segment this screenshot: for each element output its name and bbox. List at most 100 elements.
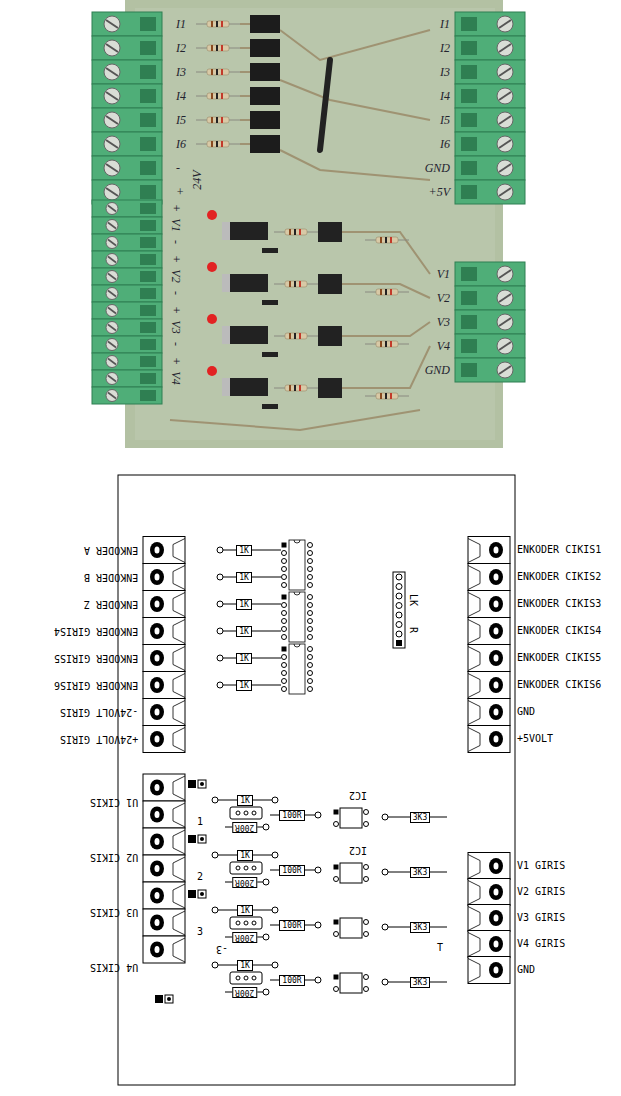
terminal-label: V3	[437, 316, 450, 328]
resistor-value: 3K3	[413, 923, 427, 932]
resistor-body: 1K	[236, 626, 252, 637]
resistor-body: 1K	[236, 653, 252, 664]
resistor-body: 1K	[236, 680, 252, 691]
resistor-value: 1K	[240, 851, 250, 860]
terminal-label: GND	[425, 162, 450, 174]
resistor-body: 100R	[279, 920, 304, 931]
terminal-label: I6	[440, 138, 450, 150]
terminal-label: I6	[176, 138, 186, 150]
resistor-body: 3K3	[410, 922, 430, 933]
resistor-value: 1K	[239, 681, 249, 690]
resistor-value: 200R	[235, 933, 254, 942]
resistor-value: 200R	[235, 823, 254, 832]
terminal-label: +	[170, 357, 182, 365]
terminal-label: +	[170, 306, 182, 314]
terminal-label: V4	[170, 371, 182, 384]
signal-name: ENKODER GIRIS5	[54, 653, 138, 663]
terminal-label: -	[170, 342, 182, 346]
signal-name: ENKODER CIKIS5	[517, 653, 601, 663]
resistor-value: 3K3	[413, 868, 427, 877]
signal-name: U2 CIKIS	[90, 852, 138, 862]
header-label: LK	[408, 594, 418, 606]
signal-name: ENKODER A	[84, 545, 138, 555]
terminal-label: +	[176, 186, 184, 198]
resistor-body: 1K	[236, 572, 252, 583]
terminal-label: V4	[437, 340, 450, 352]
resistor-body: 100R	[279, 810, 304, 821]
jumper-number: -3	[216, 944, 228, 954]
signal-name: V3 GIRIS	[517, 913, 565, 923]
resistor-value: 3K3	[413, 813, 427, 822]
resistor-body: 3K3	[410, 977, 430, 988]
resistor-value: 100R	[282, 921, 301, 930]
resistor-body: 1K	[237, 850, 253, 861]
signal-name: ENKODER GIRIS6	[54, 680, 138, 690]
header-label: R	[408, 627, 418, 633]
terminal-label: I3	[176, 66, 186, 78]
terminal-label: GND	[425, 364, 450, 376]
resistor-body: 200R	[232, 877, 257, 888]
resistor-body: 100R	[279, 865, 304, 876]
ic-label: IC2	[349, 790, 367, 800]
terminal-label: V1	[437, 268, 450, 280]
terminal-label: V1	[170, 218, 182, 231]
jumper-number: 2	[197, 872, 203, 882]
signal-name: V2 GIRIS	[517, 887, 565, 897]
terminal-label: -	[176, 162, 180, 174]
terminal-label: I4	[176, 90, 186, 102]
resistor-value: 3K3	[413, 978, 427, 987]
signal-name: U1 CIKIS	[90, 797, 138, 807]
signal-name: +5VOLT	[517, 734, 553, 744]
signal-name: ENKODER B	[84, 572, 138, 582]
signal-name: ENKODER CIKIS2	[517, 572, 601, 582]
terminal-label: I1	[176, 18, 186, 30]
signal-name: U3 CIKIS	[90, 907, 138, 917]
terminal-label: I3	[440, 66, 450, 78]
jumper-number: 3	[197, 927, 203, 937]
signal-name: V1 GIRIS	[517, 861, 565, 871]
terminal-label: I1	[440, 18, 450, 30]
jumper-number: T	[437, 943, 443, 953]
resistor-body: 3K3	[410, 867, 430, 878]
resistor-body: 1K	[237, 905, 253, 916]
resistor-value: 1K	[240, 796, 250, 805]
resistor-body: 1K	[237, 795, 253, 806]
terminal-label: -	[170, 291, 182, 295]
terminal-label: V2	[170, 269, 182, 282]
resistor-body: 1K	[236, 599, 252, 610]
ic-label: IC2	[349, 845, 367, 855]
resistor-body: 100R	[279, 975, 304, 986]
resistor-value: 200R	[235, 878, 254, 887]
resistor-value: 1K	[239, 654, 249, 663]
resistor-value: 100R	[282, 976, 301, 985]
resistor-body: 200R	[232, 822, 257, 833]
jumper-number: 1	[197, 817, 203, 827]
signal-name: ENKODER CIKIS3	[517, 599, 601, 609]
signal-name: ENKODER GIRIS4	[54, 626, 138, 636]
signal-name: V4 GIRIS	[517, 939, 565, 949]
terminal-label: I2	[440, 42, 450, 54]
signal-name: GND	[517, 707, 535, 717]
resistor-value: 100R	[282, 811, 301, 820]
resistor-body: 1K	[236, 545, 252, 556]
terminal-label: V3	[170, 320, 182, 333]
terminal-label: +	[170, 204, 182, 212]
resistor-value: 100R	[282, 866, 301, 875]
terminal-label: +	[170, 255, 182, 263]
resistor-value: 1K	[240, 906, 250, 915]
signal-name: ENKODER CIKIS1	[517, 545, 601, 555]
resistor-body: 3K3	[410, 812, 430, 823]
resistor-value: 1K	[239, 600, 249, 609]
resistor-value: 1K	[239, 627, 249, 636]
signal-name: ENKODER CIKIS4	[517, 626, 601, 636]
signal-name: -24VOLT GIRIS	[60, 707, 138, 717]
signal-name: ENKODER Z	[84, 599, 138, 609]
resistor-value: 200R	[235, 988, 254, 997]
terminal-label: -	[170, 240, 182, 244]
resistor-body: 200R	[232, 932, 257, 943]
resistor-value: 1K	[240, 961, 250, 970]
terminal-label: +5V	[429, 186, 450, 198]
signal-name: +24VOLT GIRIS	[60, 734, 138, 744]
